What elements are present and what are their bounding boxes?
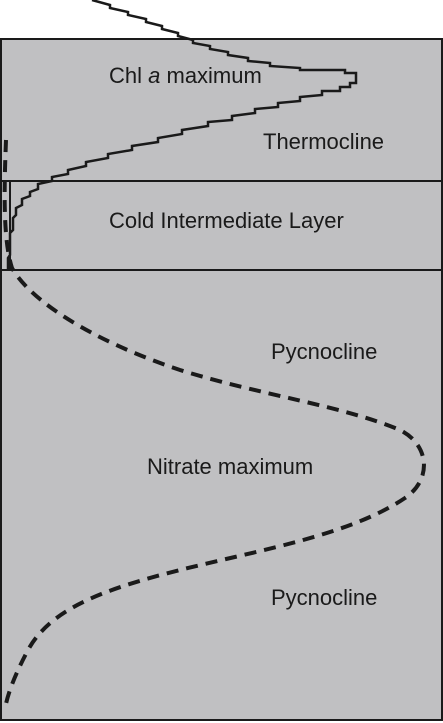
pycnocline-lower-label: Pycnocline (271, 585, 378, 610)
chl-a-maximum-label: Chl a maximum (109, 65, 262, 87)
thermocline-label: Thermocline (263, 129, 385, 154)
nitrate-profile-curve (2, 139, 426, 711)
chlorophyll-profile-curve (6, 0, 358, 270)
chl-label-italic: a (148, 63, 161, 88)
cold-intermediate-layer-label: Cold Intermediate Layer (109, 208, 344, 233)
chl-label-prefix: Chl (109, 63, 149, 88)
nitrate-maximum-label: Nitrate maximum (147, 454, 314, 479)
pycnocline-upper-label: Pycnocline (271, 339, 378, 364)
chl-label-suffix: maximum (160, 63, 262, 88)
